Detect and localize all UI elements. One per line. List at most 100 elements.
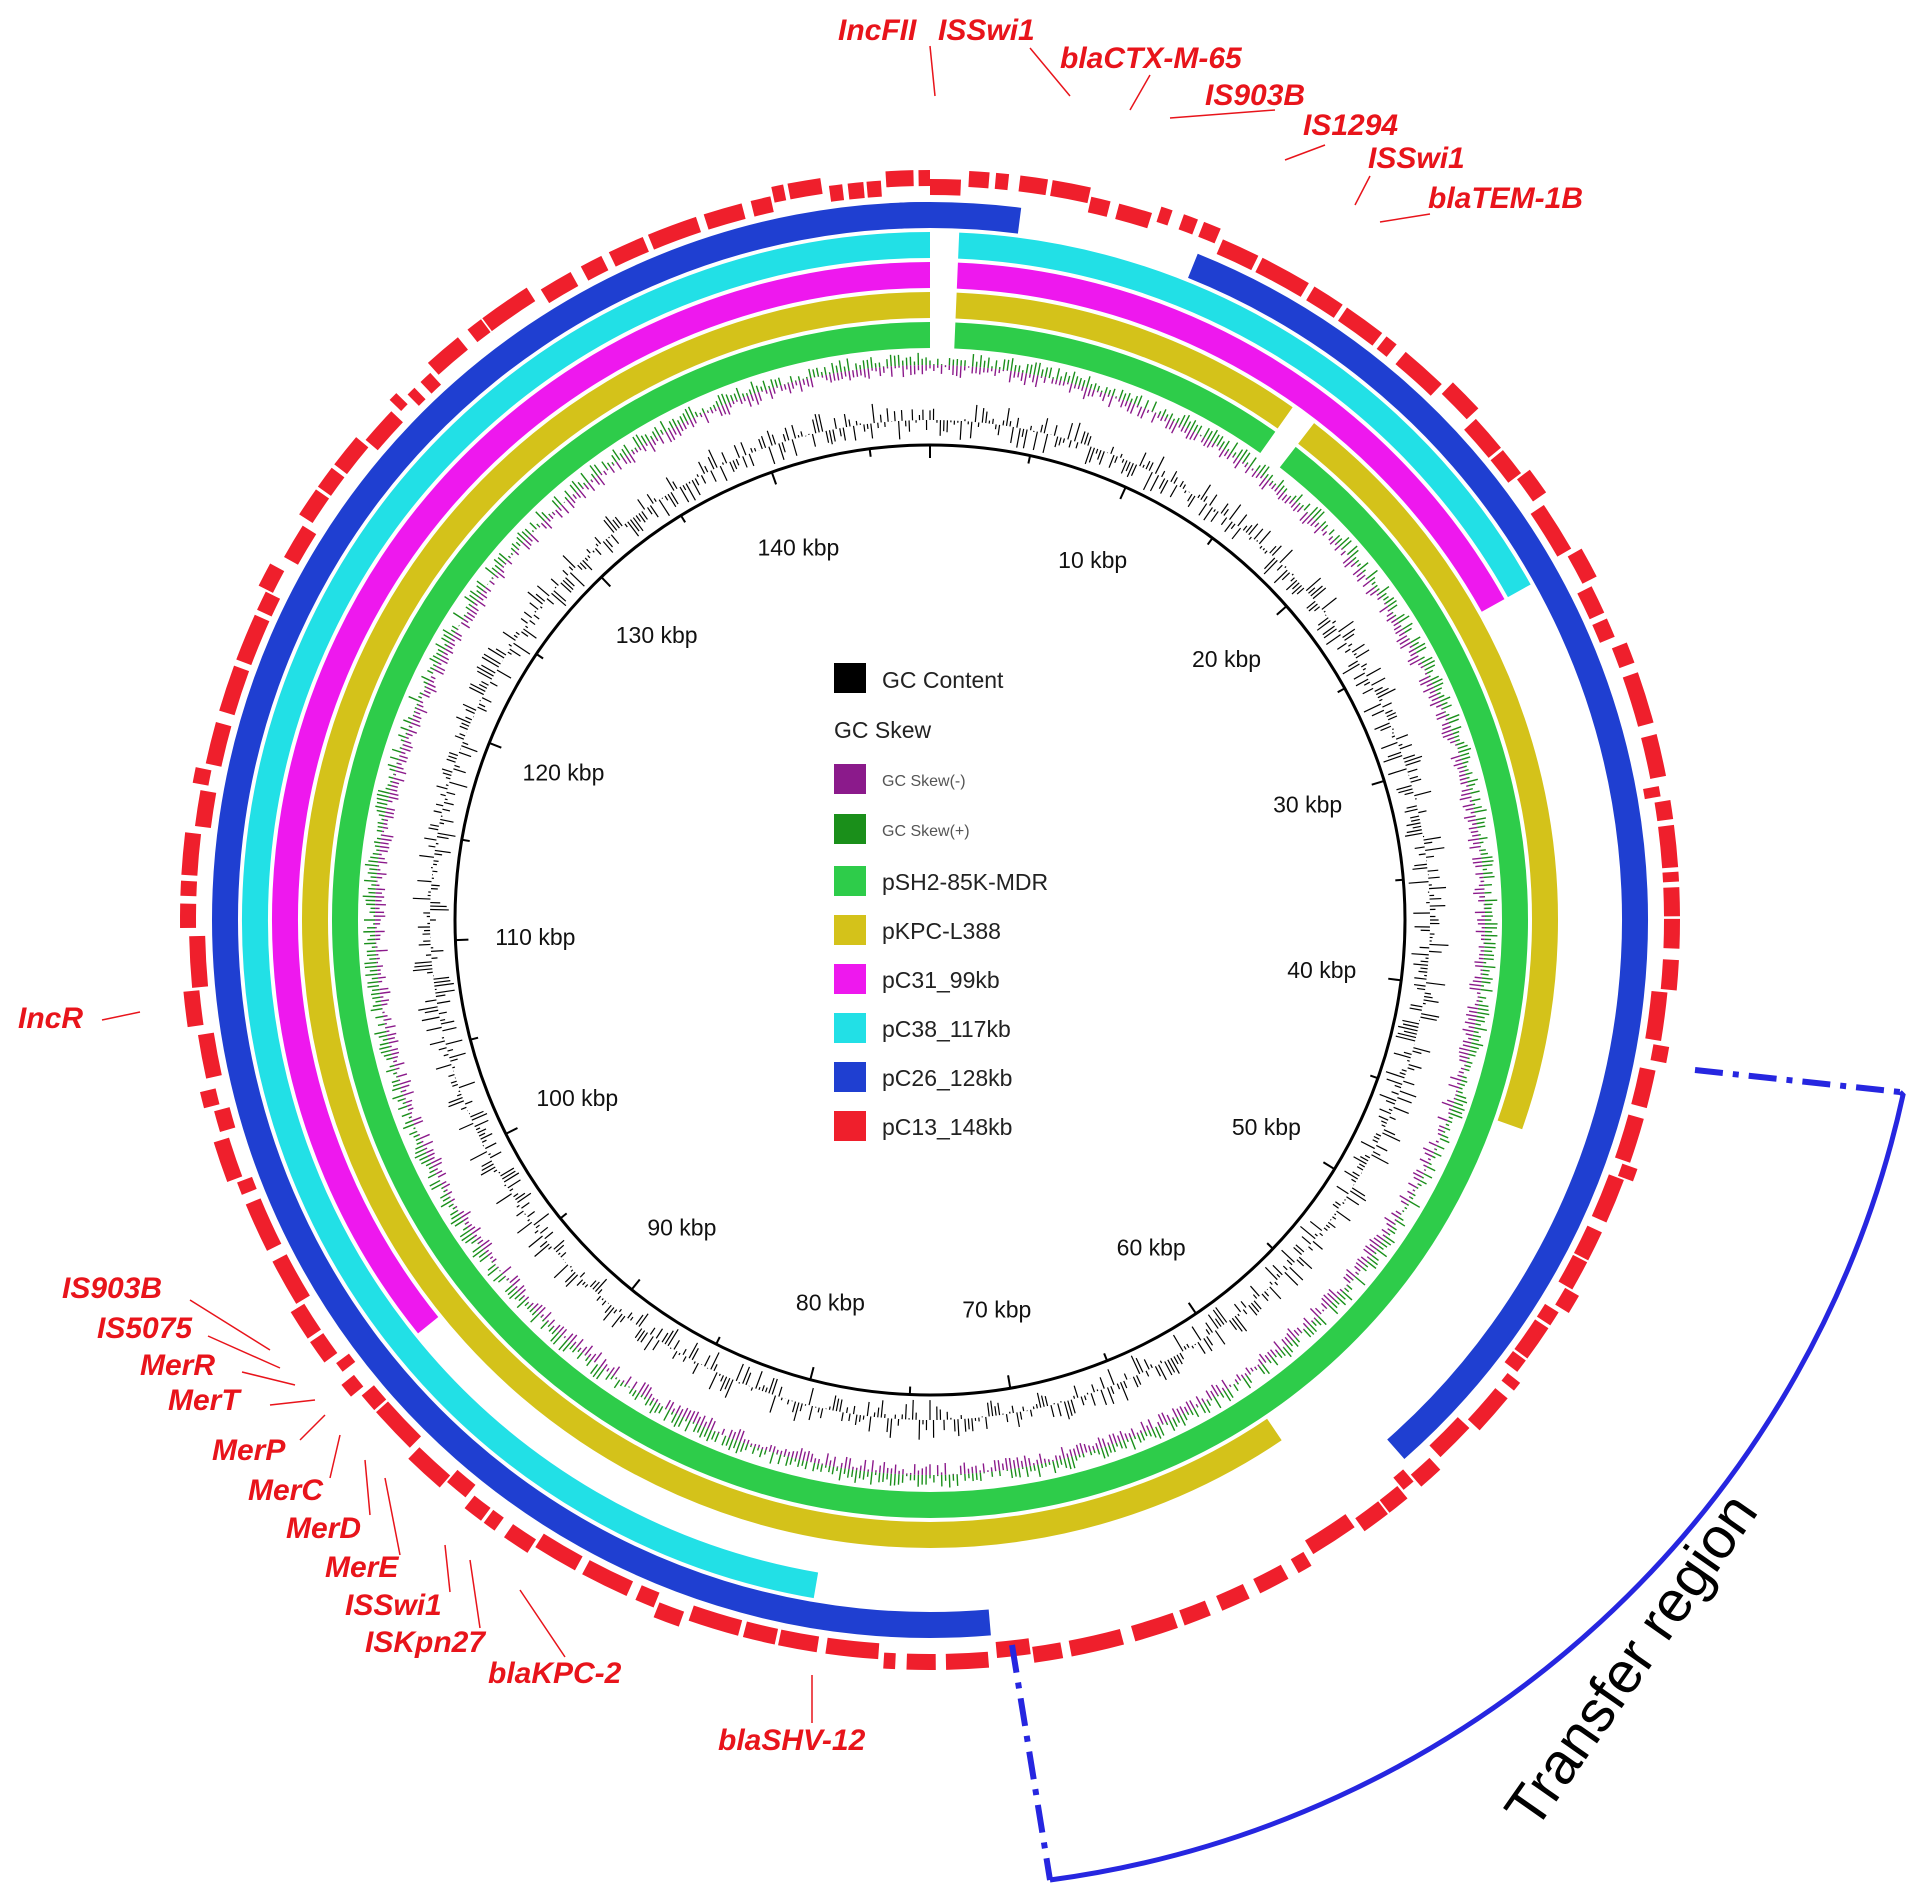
scale-tick — [1103, 1352, 1109, 1362]
scale-tick — [1395, 878, 1404, 882]
scale-tick — [600, 576, 612, 588]
scale-tick — [809, 1366, 815, 1380]
gene-label-blatem-1b: blaTEM-1B — [1428, 182, 1583, 215]
gene-block-35 — [1650, 1044, 1670, 1064]
gene-block-120 — [771, 184, 787, 203]
gene-block-82 — [310, 1333, 338, 1363]
gene-label-blakpc-2: blaKPC-2 — [488, 1657, 622, 1690]
ring-1-segment-2 — [301, 292, 1282, 1548]
transfer-region-dashed-top — [1694, 1067, 1901, 1095]
gene-label-blactx-m-65: blaCTX-M-65 — [1060, 42, 1243, 75]
gene-block-1 — [968, 171, 990, 189]
gene-block-73 — [503, 1524, 537, 1553]
scale-label-10: 10 kbp — [1058, 547, 1127, 573]
gene-block-117 — [647, 216, 702, 250]
scale-label-20: 20 kbp — [1192, 646, 1261, 672]
gene-block-92 — [189, 935, 209, 988]
gene-label-isswi1-right: ISSwi1 — [1368, 142, 1465, 175]
gene-block-114 — [540, 272, 579, 304]
gene-block-49 — [1410, 1457, 1441, 1487]
gene-block-125 — [885, 170, 914, 188]
scale-tick — [1119, 486, 1127, 500]
gene-block-11 — [1255, 257, 1309, 297]
gene-block-9 — [1198, 221, 1221, 244]
gene-label-incfii: IncFII — [838, 14, 917, 47]
scale-tick — [1371, 779, 1385, 786]
scale-tick — [559, 1212, 568, 1220]
gene-block-91 — [183, 990, 204, 1028]
scale-tick — [1337, 687, 1346, 694]
gene-block-42 — [1555, 1287, 1579, 1313]
gene-label-incr: IncR — [18, 1002, 83, 1035]
scale-tick — [1206, 537, 1214, 546]
gene-block-6 — [1115, 203, 1153, 229]
gene-block-98 — [205, 721, 232, 767]
scale-tick — [1266, 1242, 1274, 1250]
gene-block-37 — [1614, 1114, 1644, 1163]
gene-block-121 — [787, 178, 823, 200]
scale-label-60: 60 kbp — [1117, 1234, 1186, 1260]
gene-block-96 — [194, 790, 217, 828]
scale-tick — [1027, 455, 1032, 464]
scale-label-70: 70 kbp — [962, 1296, 1031, 1322]
gene-block-44 — [1514, 1319, 1549, 1359]
gene-block-62 — [945, 1651, 990, 1670]
scale-tick — [1388, 977, 1402, 982]
ring-2-segment-0 — [956, 262, 1505, 612]
gene-block-33 — [1660, 959, 1679, 991]
gene-block-27 — [1643, 786, 1661, 800]
ring-1-segment-0 — [955, 292, 1293, 429]
legend-swatch-track-0 — [834, 866, 866, 896]
gene-block-21 — [1567, 548, 1597, 584]
gene-block-101 — [257, 591, 281, 617]
legend-swatch-gc-skew-pos — [834, 814, 866, 844]
gene-block-104 — [299, 489, 330, 524]
gene-block-59 — [1068, 1629, 1125, 1657]
gene-block-69 — [653, 1602, 685, 1627]
gene-block-102 — [258, 563, 285, 593]
gene-block-15 — [1395, 351, 1442, 396]
gene-block-110 — [420, 372, 442, 394]
legend-swatch-gc-content — [834, 663, 866, 693]
gene-block-79 — [361, 1385, 387, 1411]
gene-block-118 — [703, 203, 746, 230]
ring-3-segment-1 — [242, 232, 931, 1599]
gene-block-68 — [688, 1605, 743, 1636]
gene-block-34 — [1645, 990, 1668, 1042]
gene-label-is1294: IS1294 — [1303, 109, 1398, 142]
scale-label-30: 30 kbp — [1273, 791, 1342, 817]
transfer-region-label: Transfer region — [1492, 1482, 1770, 1840]
gene-label-isswi1-top: ISSwi1 — [938, 14, 1035, 47]
gene-block-31 — [1663, 887, 1680, 917]
gene-block-103 — [284, 525, 317, 565]
gene-block-83 — [290, 1303, 321, 1339]
gene-block-106 — [334, 437, 369, 475]
gene-block-119 — [750, 196, 774, 217]
ring-4-segment-1 — [929, 202, 1022, 234]
legend-tracks: pSH2-85K-MDRpKPC-L388pC31_99kbpC38_117kb… — [834, 866, 1048, 1141]
ring-0-segment-1 — [332, 322, 1528, 1518]
gene-label-is5075: IS5075 — [97, 1312, 193, 1345]
scale-tick — [470, 1036, 479, 1041]
gene-block-116 — [608, 236, 649, 267]
gene-block-66 — [778, 1629, 820, 1653]
gene-block-55 — [1253, 1564, 1289, 1594]
scale-label-50: 50 kbp — [1232, 1114, 1301, 1140]
gene-block-19 — [1516, 469, 1547, 502]
gene-block-65 — [825, 1637, 880, 1660]
gene-block-115 — [580, 255, 609, 281]
gc-skew-plot-pos — [362, 352, 1498, 1488]
gene-block-58 — [1130, 1612, 1178, 1642]
scale-label-110: 110 kbp — [495, 924, 575, 950]
gene-block-78 — [376, 1401, 422, 1448]
scale-tick — [505, 1127, 518, 1135]
gene-block-41 — [1558, 1254, 1588, 1290]
scale-tick — [630, 1278, 641, 1291]
gene-block-51 — [1379, 1486, 1408, 1513]
gene-block-32 — [1663, 918, 1681, 949]
gene-block-75 — [464, 1495, 491, 1521]
legend-track-2: pC31_99kb — [882, 967, 1000, 993]
scale-tick — [1007, 1375, 1012, 1389]
scale-tick — [1276, 605, 1288, 616]
